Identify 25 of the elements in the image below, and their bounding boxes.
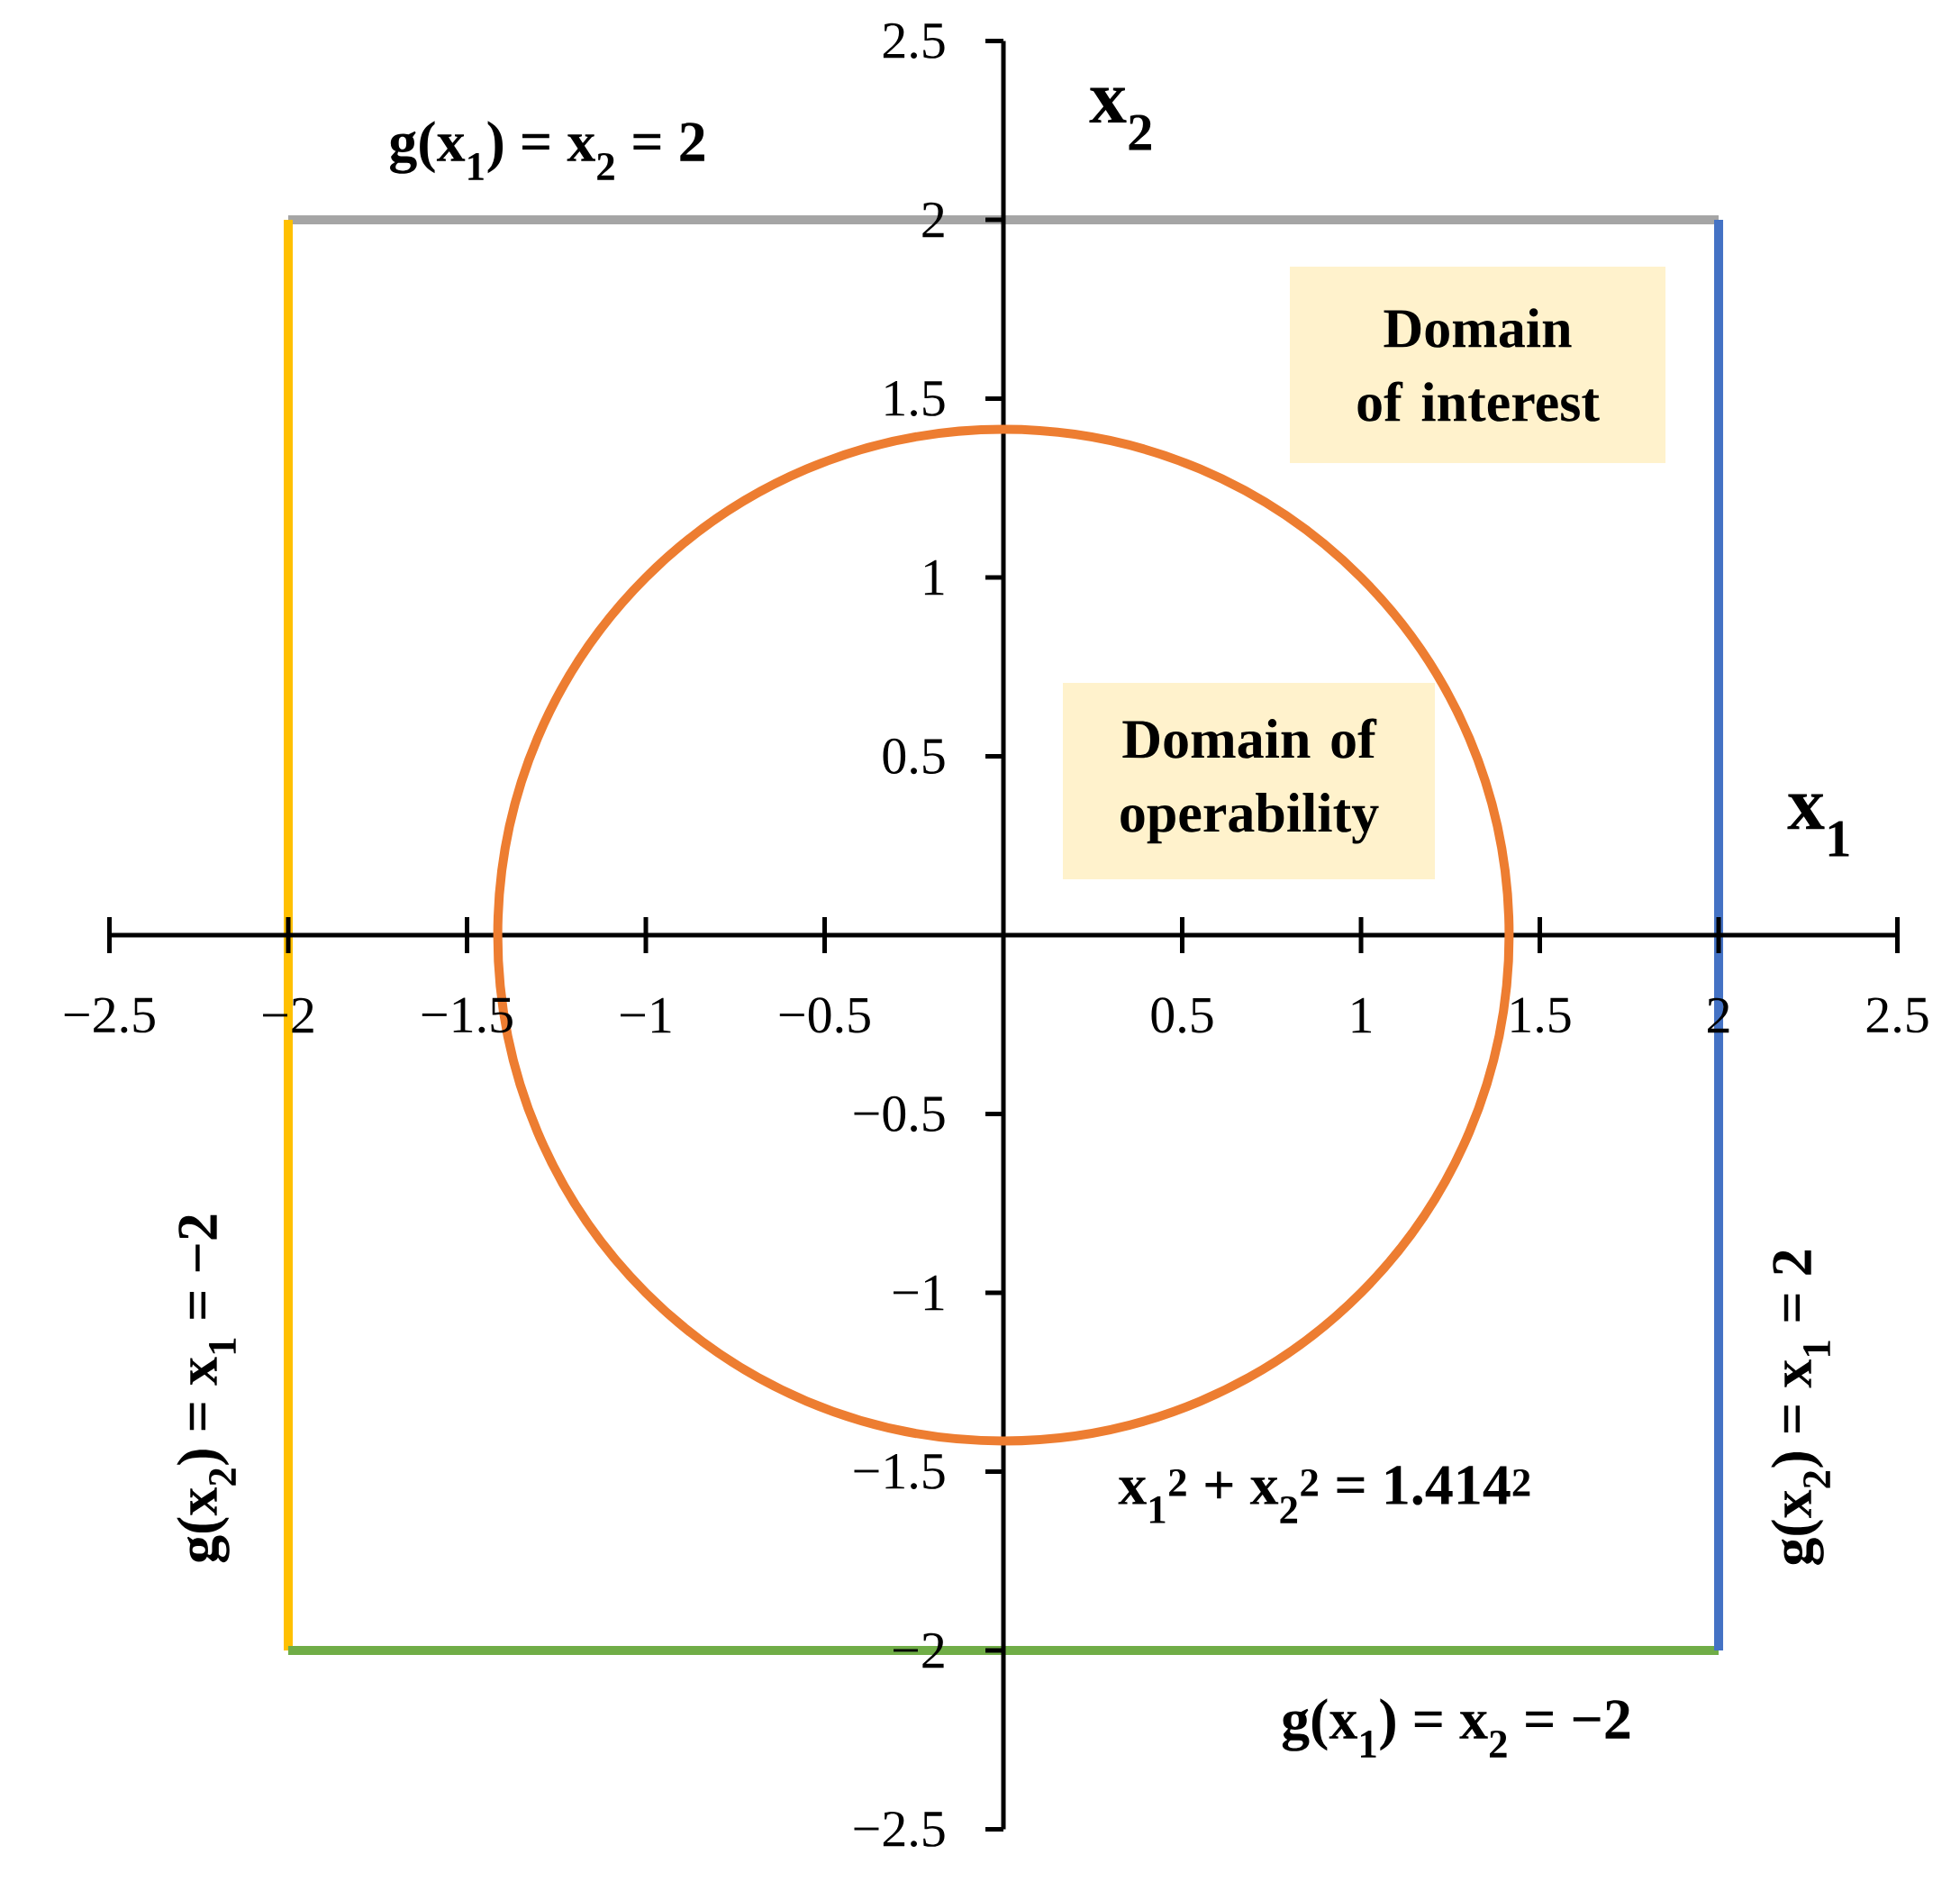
tick-label: −1 [621, 997, 671, 1033]
tick-label: 2.5 [883, 23, 945, 59]
equation-label: g(x$_{1}$) = x$_{2}$ = 2 [390, 121, 704, 180]
domain-box: Domain of interest [1290, 267, 1665, 463]
tick-label: −0.5 [854, 1096, 945, 1132]
equation-label: g(x$_{2}$) = x$_{1}$ = −2 [177, 1214, 236, 1563]
tick-label: −2.5 [64, 997, 155, 1033]
tick-label: 2 [922, 202, 944, 238]
tick-label: −1.5 [854, 1453, 945, 1490]
tick-label: −1 [894, 1275, 944, 1311]
axis-label: x$_{2}$ [1089, 87, 1151, 150]
tick-label: −0.5 [779, 997, 870, 1033]
tick-label: −2.5 [854, 1811, 945, 1848]
axis-label: x$_{1}$ [1787, 794, 1849, 857]
tick-label: 0.5 [1151, 997, 1213, 1033]
tick-label: 1 [924, 559, 944, 595]
equation-label: g(x$_{1}$) = x$_{2}$ = −2 [1282, 1698, 1630, 1758]
equation-label: x$_{1}$$^{2}$ + x$_{2}$$^{2}$ = 1.414$^{2}$ [1118, 1466, 1530, 1523]
domain-box: Domain of operability [1063, 683, 1435, 879]
equation-label: g(x$_{2}$) = x$_{1}$ = 2 [1771, 1250, 1830, 1565]
tick-label: 2.5 [1866, 997, 1928, 1033]
tick-label: 1.5 [885, 380, 945, 417]
tick-label: 0.5 [883, 738, 945, 775]
tick-label: 1.5 [1511, 997, 1571, 1033]
tick-label: 1 [1352, 997, 1372, 1033]
